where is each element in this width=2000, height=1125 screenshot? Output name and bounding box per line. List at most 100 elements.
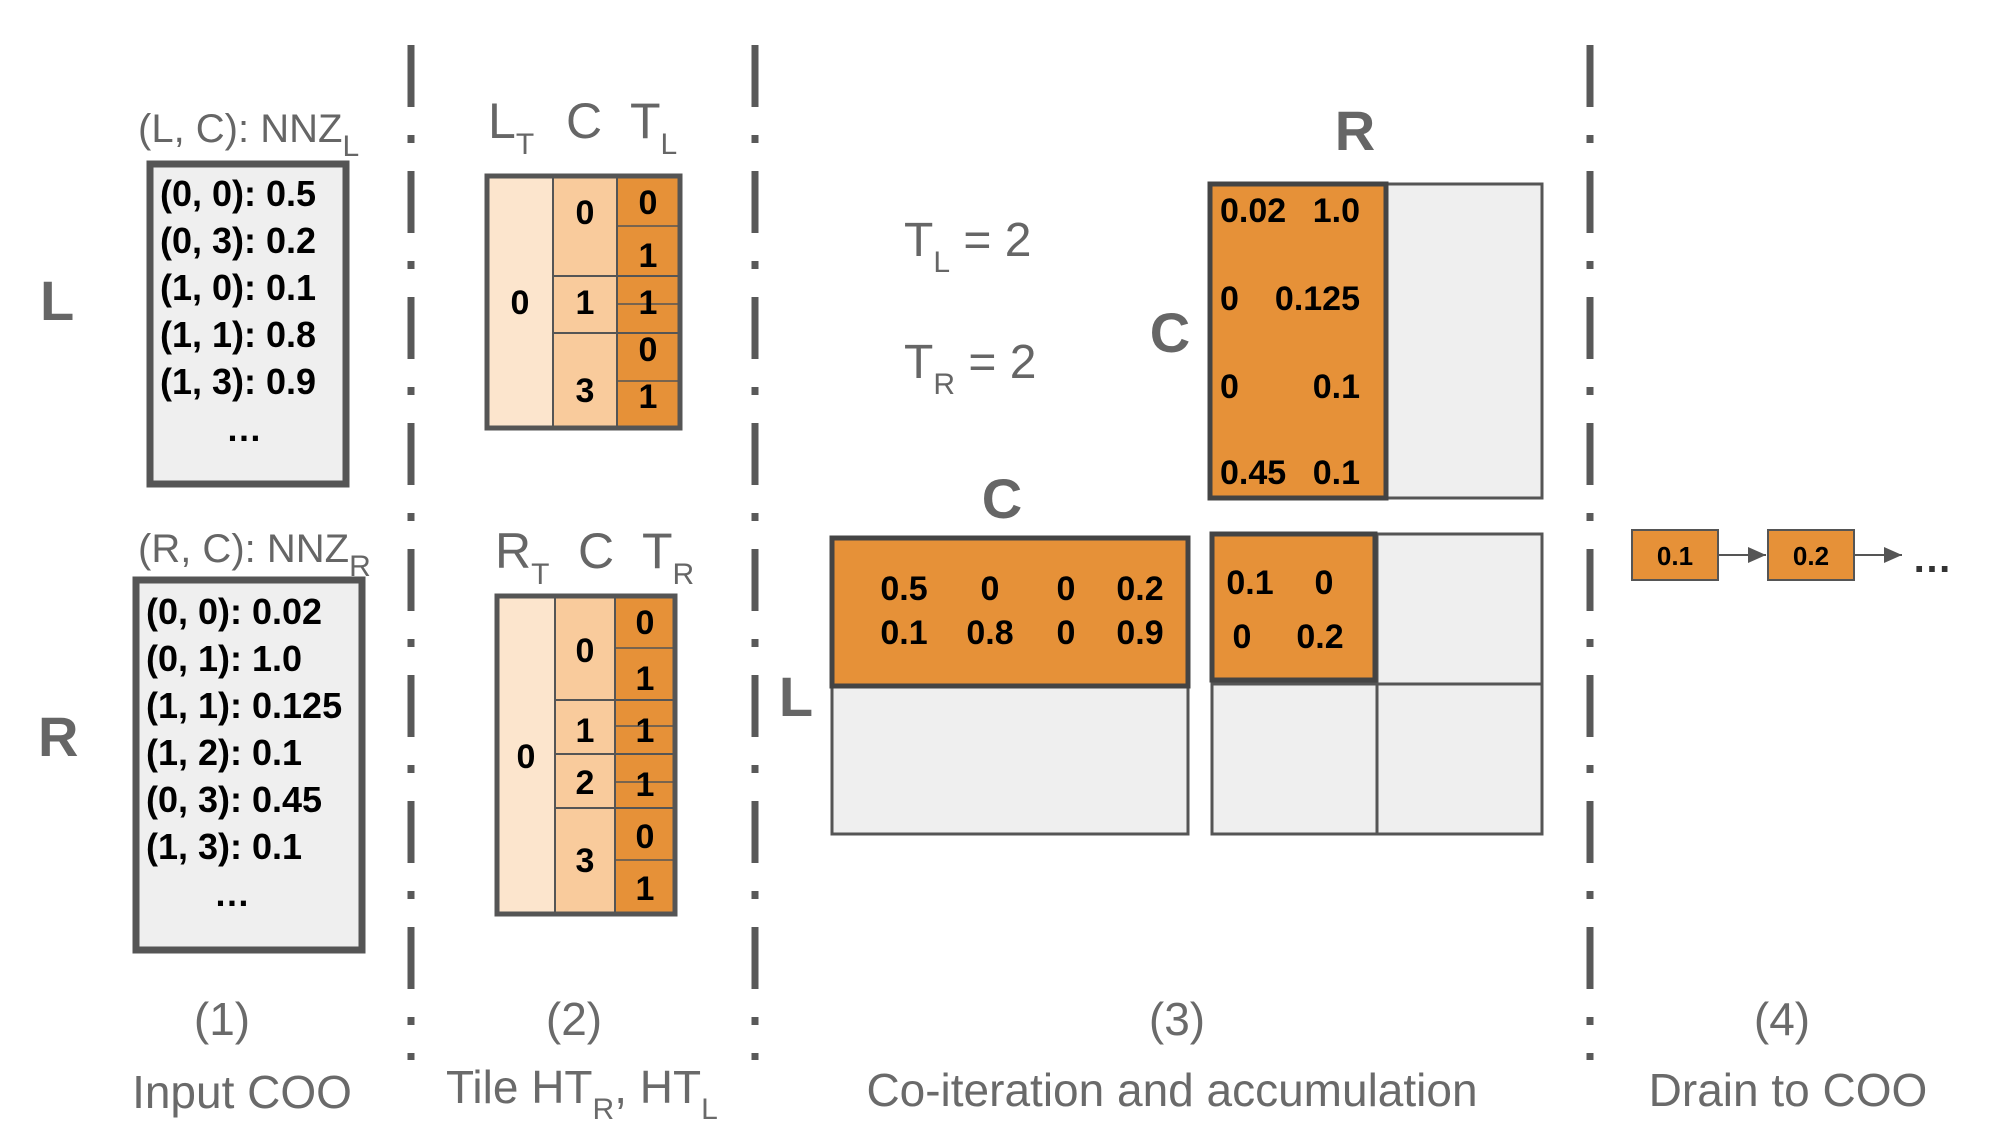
r-tile-cell: 0.1 xyxy=(1313,454,1360,492)
tile-header-lt-main: L xyxy=(488,93,516,149)
r-tile-cell: 0.02 xyxy=(1220,192,1286,230)
l-tile-cell: 0.1 xyxy=(880,614,927,652)
tile-header-lt-sub: T xyxy=(516,128,534,161)
tile-header-tl: TL xyxy=(630,93,677,161)
r-tile-cell: 1.0 xyxy=(1313,192,1360,230)
r-tile-cell: 0 xyxy=(1220,280,1239,318)
caption-num-1: (1) xyxy=(194,993,250,1045)
r-tile-cell: 0 xyxy=(1220,368,1239,406)
l-tile-cell: 0 xyxy=(981,570,1000,608)
tile-header-rt-sub: T xyxy=(531,558,549,591)
coo-chip-1-label: 0.1 xyxy=(1657,541,1693,571)
coo-box-l xyxy=(146,160,350,488)
tile-t-value: 1 xyxy=(636,870,655,908)
tile-t-value: 1 xyxy=(636,712,655,750)
tile-t-value: 1 xyxy=(639,284,658,322)
l-tile-cell: 0 xyxy=(1057,614,1076,652)
matrix-label-r: R xyxy=(1335,99,1375,162)
tile-header-c-top: C xyxy=(566,93,602,149)
caption-2-part1: Tile HT xyxy=(446,1061,593,1113)
tile-t-value: 1 xyxy=(636,660,655,698)
coo-entry-r: (0, 0): 0.02 xyxy=(146,591,322,632)
caption-2-sub2: L xyxy=(701,1093,718,1125)
tile-c-value: 3 xyxy=(576,842,595,880)
coo-entry-l: (1, 0): 0.1 xyxy=(160,267,316,308)
coo-entry-r: (1, 1): 0.125 xyxy=(146,685,342,726)
coo-entries-l: (0, 0): 0.5(0, 3): 0.2(1, 0): 0.1(1, 1):… xyxy=(160,173,316,449)
tile-col-c xyxy=(552,175,618,429)
tile-lt-value: 0 xyxy=(511,284,530,322)
coo-header-r-main: (R, C): NNZ xyxy=(138,527,349,571)
coo-entry-r: (1, 2): 0.1 xyxy=(146,732,302,773)
coo-entry-l: … xyxy=(226,408,262,449)
caption-num-4: (4) xyxy=(1754,993,1810,1045)
tile-t-value: 1 xyxy=(639,378,658,416)
coo-header-r: (R, C): NNZR xyxy=(138,527,371,583)
row-label-r: R xyxy=(38,705,78,768)
coo-entry-l: (1, 3): 0.9 xyxy=(160,361,316,402)
tl-equation: TL = 2 xyxy=(904,214,1031,279)
caption-2: Tile HTR, HTL xyxy=(446,1061,718,1125)
coo-chip-1 xyxy=(1631,529,1719,581)
coo-chip-2 xyxy=(1767,529,1855,581)
result-tile-cell: 0 xyxy=(1233,618,1252,656)
panel-input-coo: L R (L, C): NNZL (0, 0): 0.5(0, 3): 0.2(… xyxy=(38,107,371,1118)
tile-rt-value: 0 xyxy=(517,738,536,776)
tile-table-r-frame xyxy=(494,593,678,917)
r-tile-cell: 0.45 xyxy=(1220,454,1286,492)
coo-header-r-sub: R xyxy=(349,550,371,583)
tr-main: T xyxy=(904,336,933,389)
tl-main: T xyxy=(904,214,933,267)
caption-2-sub1: R xyxy=(593,1093,615,1125)
result-tile-cell: 0.1 xyxy=(1226,564,1273,602)
l-tile-cell: 0.2 xyxy=(1116,570,1163,608)
tile-t-value: 0 xyxy=(636,818,655,856)
tile-t-value: 0 xyxy=(636,604,655,642)
matrix-label-c-vertical: C xyxy=(1150,301,1190,364)
caption-num-3: (3) xyxy=(1149,993,1205,1045)
l-tile-cell: 0 xyxy=(1057,570,1076,608)
tile-c-value: 1 xyxy=(576,284,595,322)
coo-header-l-sub: L xyxy=(342,130,359,163)
result-tile-cell: 0 xyxy=(1315,564,1334,602)
row-label-l: L xyxy=(40,269,74,332)
caption-num-2: (2) xyxy=(546,993,602,1045)
coo-entry-r: (0, 1): 1.0 xyxy=(146,638,302,679)
coo-entries-r: (0, 0): 0.02 (0, 1): 1.0 (1, 1): 0.125 (1, … xyxy=(146,591,342,914)
l-tile-cell: 0.8 xyxy=(966,614,1013,652)
tile-header-lt: LT xyxy=(488,93,534,161)
coo-entry-l: (1, 1): 0.8 xyxy=(160,314,316,355)
matrix-label-l: L xyxy=(779,665,813,728)
coo-header-l: (L, C): NNZL xyxy=(138,107,359,163)
tile-table-l-frame xyxy=(484,173,683,431)
tile-header-rt: RT xyxy=(495,523,549,591)
tile-c-value: 1 xyxy=(576,712,595,750)
tile-header-rt-main: R xyxy=(495,523,531,579)
r-tile-cell: 0.1 xyxy=(1313,368,1360,406)
panel-dividers xyxy=(407,45,1594,1060)
tile-header-c-bottom: C xyxy=(578,523,614,579)
tile-t-value: 0 xyxy=(639,184,658,222)
l-tile-cell: 0.5 xyxy=(880,570,927,608)
tl-value: = 2 xyxy=(950,214,1031,267)
tile-header-tl-sub: L xyxy=(661,128,678,161)
r-tile-cell: 0.125 xyxy=(1275,280,1360,318)
tile-t-value: 1 xyxy=(636,766,655,804)
tr-value: = 2 xyxy=(955,336,1036,389)
tile-t-value: 1 xyxy=(639,237,658,275)
r-tile-values: 0.02 1.0 0 0.125 0 0.1 0.45 0.1 xyxy=(1220,192,1360,492)
l-matrix-active-tile xyxy=(829,535,1191,689)
result-active-tile xyxy=(1209,531,1378,683)
coo-entry-r: (1, 3): 0.1 xyxy=(146,826,302,867)
coo-entry-l: (0, 0): 0.5 xyxy=(160,173,316,214)
tile-header-tr-main: T xyxy=(642,523,673,579)
coo-header-l-main: (L, C): NNZ xyxy=(138,107,342,151)
tile-t-value: 0 xyxy=(639,331,658,369)
matrix-label-c-horizontal: C xyxy=(982,467,1022,530)
